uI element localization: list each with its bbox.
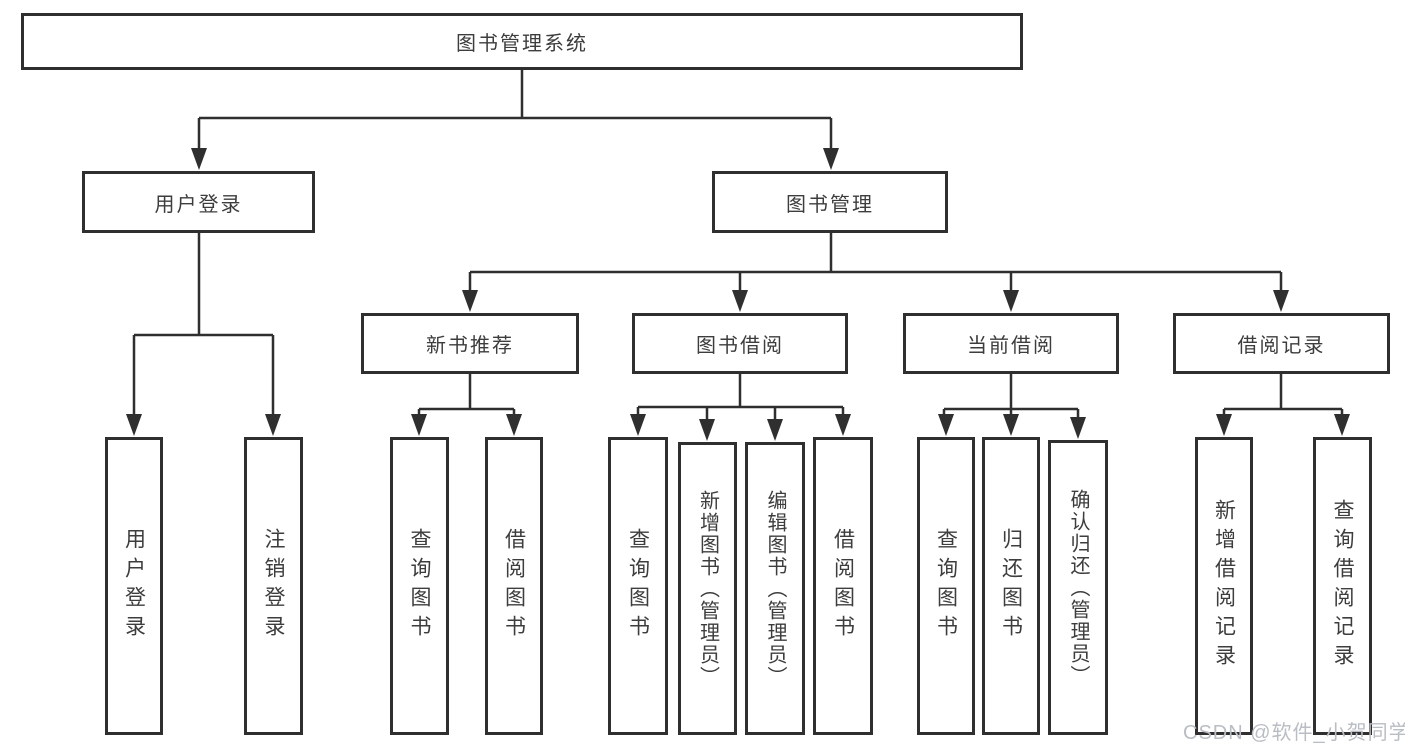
- leaf-logout-label: 注销登录: [262, 528, 285, 644]
- leaf-borrow-books-1: 借阅图书: [485, 437, 543, 735]
- leaf-query-books-3: 查询图书: [917, 437, 975, 735]
- leaf-return-book-label: 归还图书: [999, 528, 1023, 644]
- leaf-edit-book-admin: 编辑图书（管理员）: [745, 442, 805, 735]
- leaf-return-book: 归还图书: [982, 437, 1040, 735]
- node-root-label: 图书管理系统: [456, 33, 588, 55]
- leaf-add-borrow-record: 新增借阅记录: [1195, 437, 1253, 735]
- node-user-login-label: 用户登录: [154, 193, 243, 216]
- node-current-borrow: 当前借阅: [903, 313, 1119, 374]
- leaf-add-book-admin: 新增图书（管理员）: [678, 442, 737, 735]
- node-book-management-label: 图书管理: [786, 193, 874, 216]
- leaf-confirm-return-admin: 确认归还（管理员）: [1048, 440, 1108, 735]
- leaf-add-borrow-record-label: 新增借阅记录: [1212, 499, 1236, 673]
- node-current-borrow-label: 当前借阅: [967, 335, 1055, 357]
- leaf-borrow-books-1-label: 借阅图书: [502, 528, 526, 644]
- node-borrow-records-label: 借阅记录: [1237, 335, 1326, 357]
- leaf-user-login: 用户登录: [105, 437, 163, 735]
- leaf-query-books-2-label: 查询图书: [626, 528, 650, 644]
- leaf-logout: 注销登录: [244, 437, 303, 735]
- node-new-book-recommend: 新书推荐: [361, 313, 579, 374]
- leaf-borrow-books-2-label: 借阅图书: [831, 528, 855, 644]
- node-book-borrow-label: 图书借阅: [696, 335, 784, 357]
- leaf-query-books-1-label: 查询图书: [408, 528, 431, 644]
- leaf-query-borrow-record: 查询借阅记录: [1313, 437, 1372, 735]
- node-borrow-records: 借阅记录: [1173, 313, 1390, 374]
- leaf-query-books-1: 查询图书: [390, 437, 449, 735]
- node-new-book-recommend-label: 新书推荐: [426, 335, 514, 357]
- node-book-management: 图书管理: [712, 171, 948, 233]
- node-user-login: 用户登录: [82, 171, 315, 233]
- leaf-edit-book-admin-label: 编辑图书（管理员）: [764, 489, 786, 688]
- leaf-confirm-return-admin-label: 确认归还（管理员）: [1067, 488, 1089, 687]
- watermark: CSDN @软件_小贺同学: [1183, 722, 1405, 744]
- leaf-add-book-admin-label: 新增图书（管理员）: [696, 489, 719, 688]
- node-book-borrow: 图书借阅: [632, 313, 848, 374]
- leaf-user-login-label: 用户登录: [122, 528, 146, 644]
- leaf-query-books-3-label: 查询图书: [934, 528, 958, 644]
- leaf-borrow-books-2: 借阅图书: [813, 437, 873, 735]
- node-root: 图书管理系统: [21, 13, 1023, 70]
- leaf-query-books-2: 查询图书: [608, 437, 668, 735]
- leaf-query-borrow-record-label: 查询借阅记录: [1331, 499, 1354, 673]
